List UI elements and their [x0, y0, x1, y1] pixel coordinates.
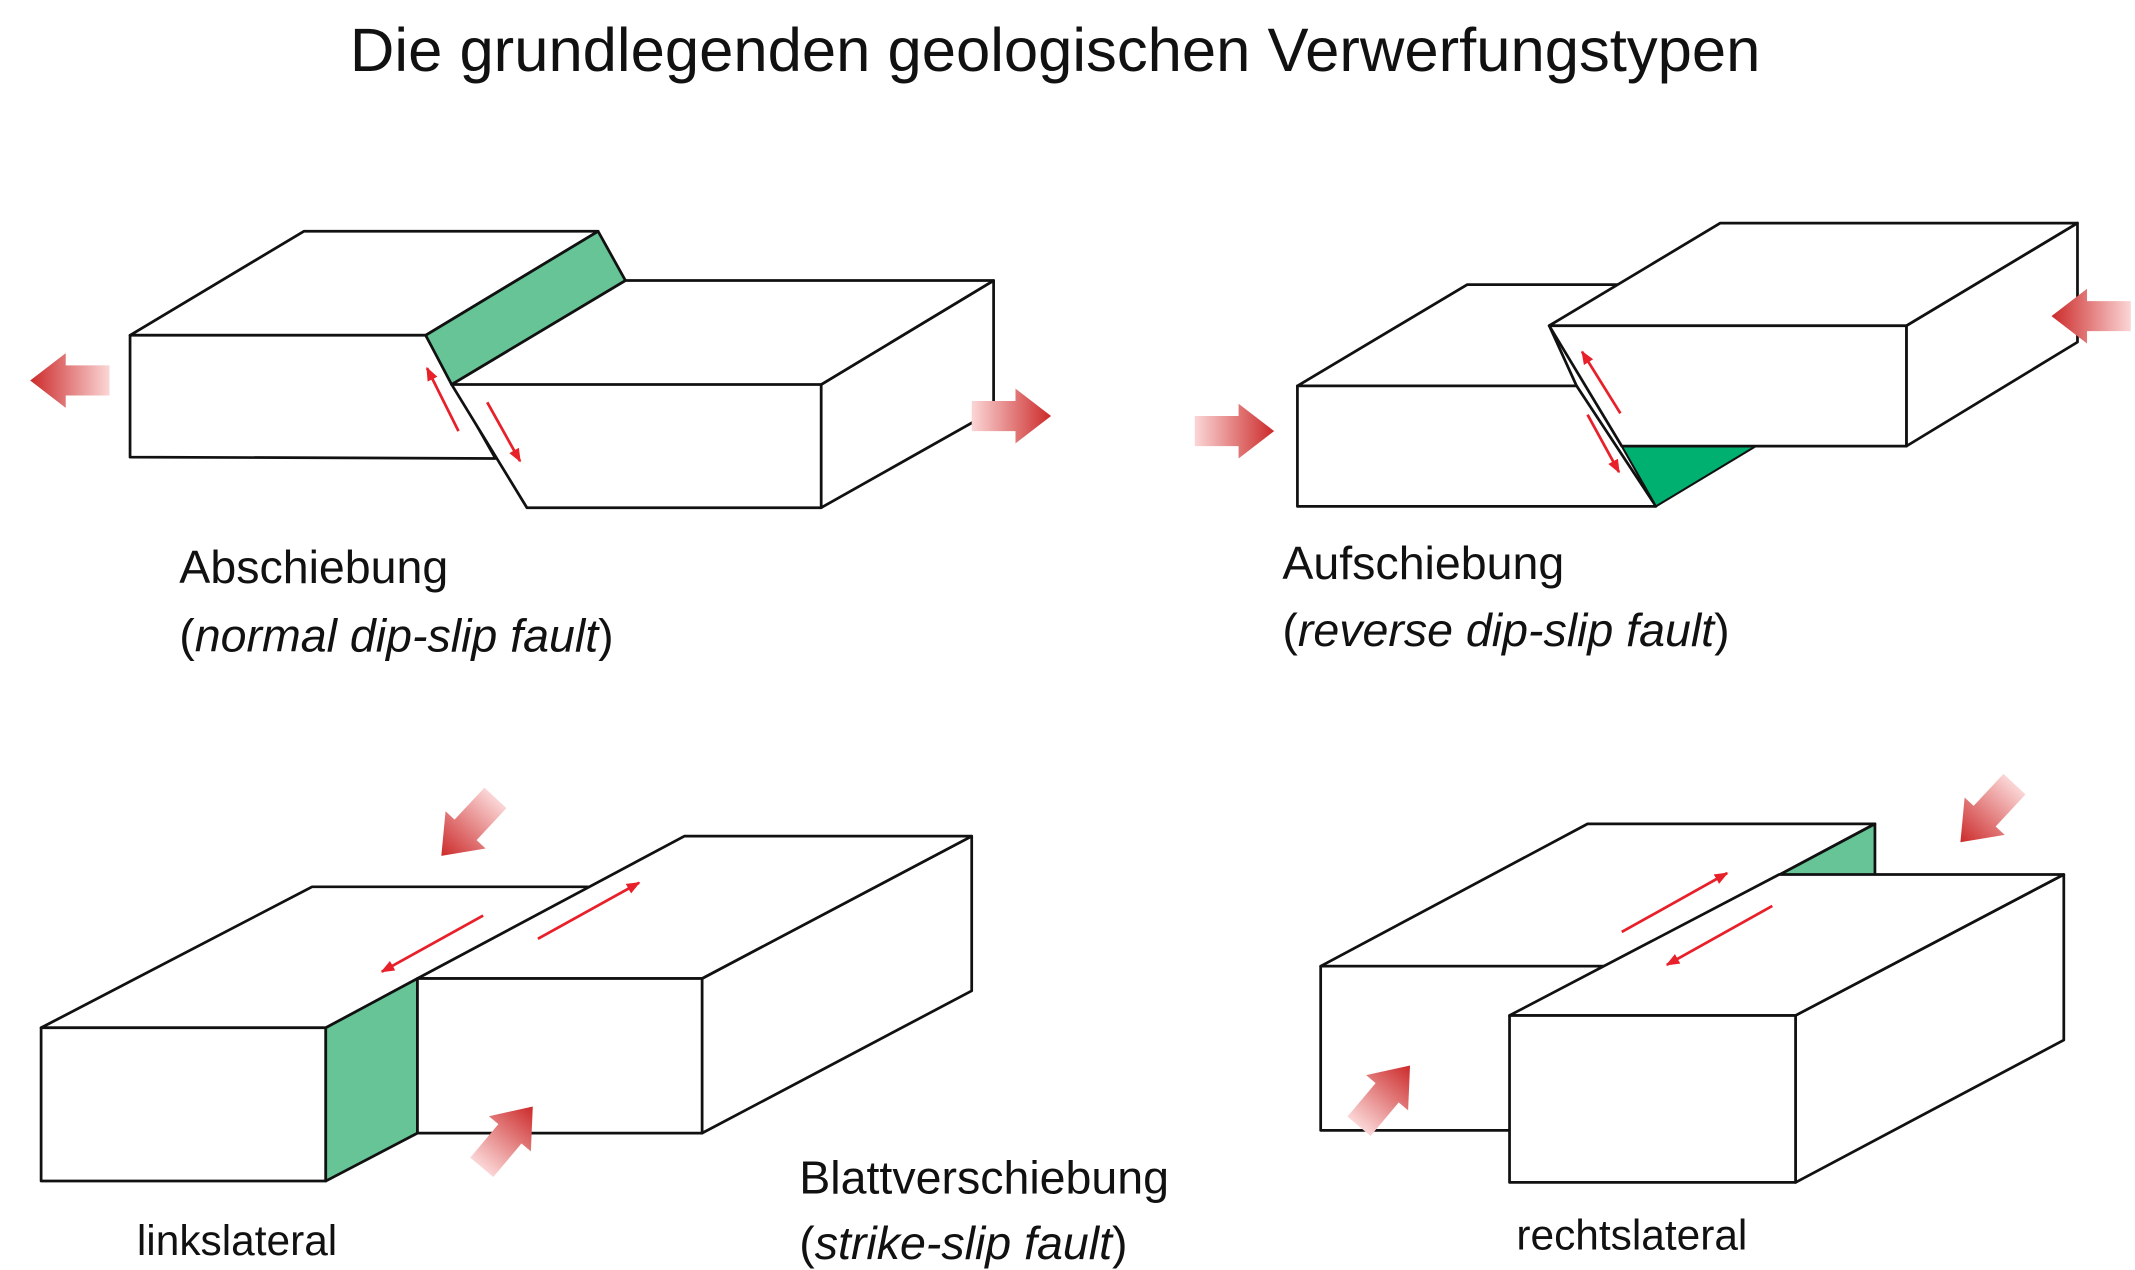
slip-arrow-up-icon — [1580, 350, 1622, 415]
left-lateral-block — [39, 779, 974, 1185]
slip-arrow-up-icon — [425, 366, 460, 432]
reverse-fault-block — [1194, 221, 2131, 508]
slip-arrow-down-icon — [486, 401, 522, 463]
slip-arrow-right-icon — [537, 881, 641, 941]
normal-fault-label: Abschiebung — [179, 541, 448, 593]
reverse-fault-english: (reverse dip-slip fault) — [1282, 604, 1729, 656]
compression-arrow-right-icon — [1194, 403, 1275, 459]
slip-arrow-left-icon — [380, 914, 484, 973]
strike-slip-english: (strike-slip fault) — [799, 1217, 1127, 1269]
slip-arrow-down-icon — [1586, 414, 1621, 474]
force-arrow-down-left-icon — [1940, 765, 2035, 861]
left-lateral-label: linkslateral — [137, 1217, 337, 1264]
strike-slip-label: Blattverschiebung — [799, 1151, 1169, 1203]
right-lateral-label: rechtslateral — [1516, 1211, 1747, 1258]
normal-fault-block — [30, 229, 1052, 510]
diagram-title: Die grundlegenden geologischen Verwerfun… — [350, 16, 1760, 85]
right-lateral-block — [1319, 765, 2066, 1184]
extension-arrow-left-icon — [30, 353, 110, 408]
normal-fault-english: (normal dip-slip fault) — [179, 609, 613, 661]
reverse-fault-label: Aufschiebung — [1282, 537, 1564, 589]
slip-arrow-left-icon — [1665, 904, 1773, 967]
slip-arrow-right-icon — [1621, 871, 1729, 934]
force-arrow-down-left-icon — [421, 779, 516, 875]
